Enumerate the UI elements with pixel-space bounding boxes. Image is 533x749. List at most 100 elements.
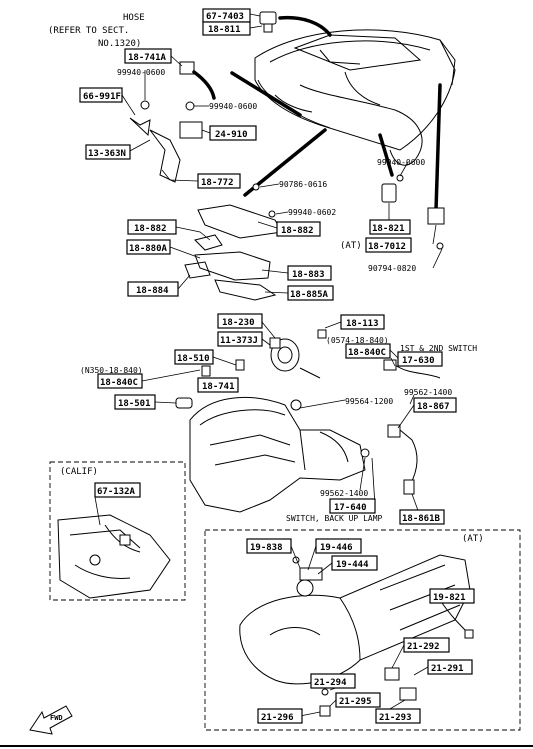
ref-box-24-910 xyxy=(209,125,257,141)
fastener-99564-1200: 99564-1200 xyxy=(345,397,393,406)
calif-inset-border xyxy=(49,461,186,601)
ref-box-18-882-b xyxy=(276,221,321,237)
ref-box-18-741 xyxy=(197,377,239,393)
ref-label-21-295: 21-295 xyxy=(339,697,372,707)
ref-label-17-640: 17-640 xyxy=(334,503,367,513)
ref-label-18-510: 18-510 xyxy=(177,354,210,364)
ref-box-21-293 xyxy=(375,708,421,724)
at-prefix-note: (AT) xyxy=(340,241,362,251)
ref-label-18-501: 18-501 xyxy=(118,399,151,409)
ref-label-18-840C-b: 18-840C xyxy=(100,378,138,388)
ref-label-18-867: 18-867 xyxy=(417,402,450,412)
ref-label-19-444: 19-444 xyxy=(336,560,369,570)
ref-box-13-363N xyxy=(85,144,131,160)
ref-label-19-821: 19-821 xyxy=(433,593,466,603)
code-0574-18-840: (0574-18-840) xyxy=(326,336,389,345)
ref-box-21-295 xyxy=(335,692,381,708)
leader-to-at-module xyxy=(434,83,442,212)
at-inset-border xyxy=(204,529,521,731)
bracket-assembly-upper-left xyxy=(129,100,203,183)
hose-note-line3: NO.1320) xyxy=(98,39,141,49)
ref-label-18-811: 18-811 xyxy=(208,25,241,35)
ref-label-21-293: 21-293 xyxy=(379,713,412,723)
ref-box-18-882-a xyxy=(127,219,177,235)
ref-box-67-132A xyxy=(94,482,141,498)
ref-label-67-7403: 67-7403 xyxy=(206,12,244,22)
switch-harness-parts xyxy=(317,329,441,495)
ref-label-18-885A: 18-885A xyxy=(290,290,329,300)
hose-note-line1: HOSE xyxy=(123,13,145,23)
ecu-bracket-cluster xyxy=(184,183,283,301)
ref-box-18-510 xyxy=(174,349,214,365)
ref-box-18-840C-a xyxy=(345,343,391,359)
ref-box-18-501 xyxy=(114,394,156,410)
ref-label-67-132A: 67-132A xyxy=(97,487,136,497)
leader-to-sensor xyxy=(378,133,394,177)
ref-label-18-7012: 18-7012 xyxy=(368,242,406,252)
ref-label-11-373J: 11-373J xyxy=(220,336,258,346)
switch-backup-lamp-note: SWITCH, BACK UP LAMP xyxy=(286,514,383,523)
ref-label-18-883: 18-883 xyxy=(292,270,325,280)
fastener-90794-0820: 90794-0820 xyxy=(368,264,416,273)
ref-box-18-811 xyxy=(202,21,251,36)
ref-box-21-294 xyxy=(310,673,356,689)
ref-label-13-363N: 13-363N xyxy=(88,149,126,159)
ref-box-19-446 xyxy=(315,538,362,554)
ref-box-66-991F xyxy=(79,87,123,103)
ref-label-18-880A: 18-880A xyxy=(129,244,168,254)
calif-inset-illustration xyxy=(57,514,171,599)
ref-box-21-296 xyxy=(257,708,303,724)
hose-note-line2: (REFER TO SECT. xyxy=(48,26,129,36)
ref-label-21-291: 21-291 xyxy=(431,664,464,674)
ref-label-18-772: 18-772 xyxy=(201,178,234,188)
ref-box-17-640 xyxy=(329,498,376,514)
at-transmission-illustration xyxy=(239,554,474,717)
fastener-99562-1400-b: 99562-1400 xyxy=(320,489,368,498)
ref-label-17-630: 17-630 xyxy=(402,356,435,366)
switch-1st-2nd-note: 1ST & 2ND SWITCH xyxy=(400,344,477,353)
ref-box-18-885A xyxy=(287,285,334,301)
ref-label-18-840C-a: 18-840C xyxy=(348,348,386,358)
ref-box-19-838 xyxy=(246,538,292,554)
ref-label-24-910: 24-910 xyxy=(215,130,248,140)
ref-label-18-741A: 18-741A xyxy=(128,53,167,63)
ref-label-66-991F: 66-991F xyxy=(83,92,121,102)
ref-box-21-291 xyxy=(427,659,473,675)
ref-box-18-861B xyxy=(399,509,445,525)
fastener-99940-0602: 99940-0602 xyxy=(288,208,336,217)
ref-label-18-884: 18-884 xyxy=(136,286,169,296)
code-n350-18-840: (N350-18-840) xyxy=(80,366,143,375)
leader-to-ecu-area xyxy=(243,128,327,197)
ref-box-18-230 xyxy=(217,313,263,329)
fastener-99940-0600-b: 99940-0600 xyxy=(209,102,257,111)
ref-label-21-296: 21-296 xyxy=(261,713,294,723)
ref-box-18-7012 xyxy=(365,237,412,253)
vehicle-outline-illustration xyxy=(254,29,456,166)
ref-box-18-880A xyxy=(126,239,171,255)
ref-label-18-230: 18-230 xyxy=(222,318,255,328)
leader-to-engine-area xyxy=(230,71,302,117)
at-inset-note: (AT) xyxy=(462,534,484,544)
ref-box-11-373J xyxy=(217,331,263,347)
ref-label-18-861B: 18-861B xyxy=(402,514,441,524)
ref-box-19-821 xyxy=(429,588,475,604)
ref-box-18-883 xyxy=(287,265,332,281)
ref-box-21-292 xyxy=(403,637,450,653)
ref-label-21-292: 21-292 xyxy=(407,642,440,652)
ref-label-18-821: 18-821 xyxy=(372,224,405,234)
ref-box-18-741A xyxy=(124,48,172,64)
calif-note: (CALIF) xyxy=(60,467,98,477)
fwd-direction-arrow xyxy=(29,705,73,735)
ref-box-18-821 xyxy=(369,219,411,235)
ref-label-18-882-a: 18-882 xyxy=(134,224,167,234)
fastener-90786-0616: 90786-0616 xyxy=(279,180,327,189)
ref-label-18-741: 18-741 xyxy=(202,382,235,392)
ref-label-21-294: 21-294 xyxy=(314,678,347,688)
ref-label-19-838: 19-838 xyxy=(250,543,283,553)
ref-box-18-840C-b xyxy=(97,373,143,389)
ref-label-19-446: 19-446 xyxy=(320,543,353,553)
ref-box-18-867 xyxy=(413,397,457,413)
fastener-99940-0600-a: 99940-0600 xyxy=(117,68,165,77)
fwd-label: FWD xyxy=(50,714,63,722)
